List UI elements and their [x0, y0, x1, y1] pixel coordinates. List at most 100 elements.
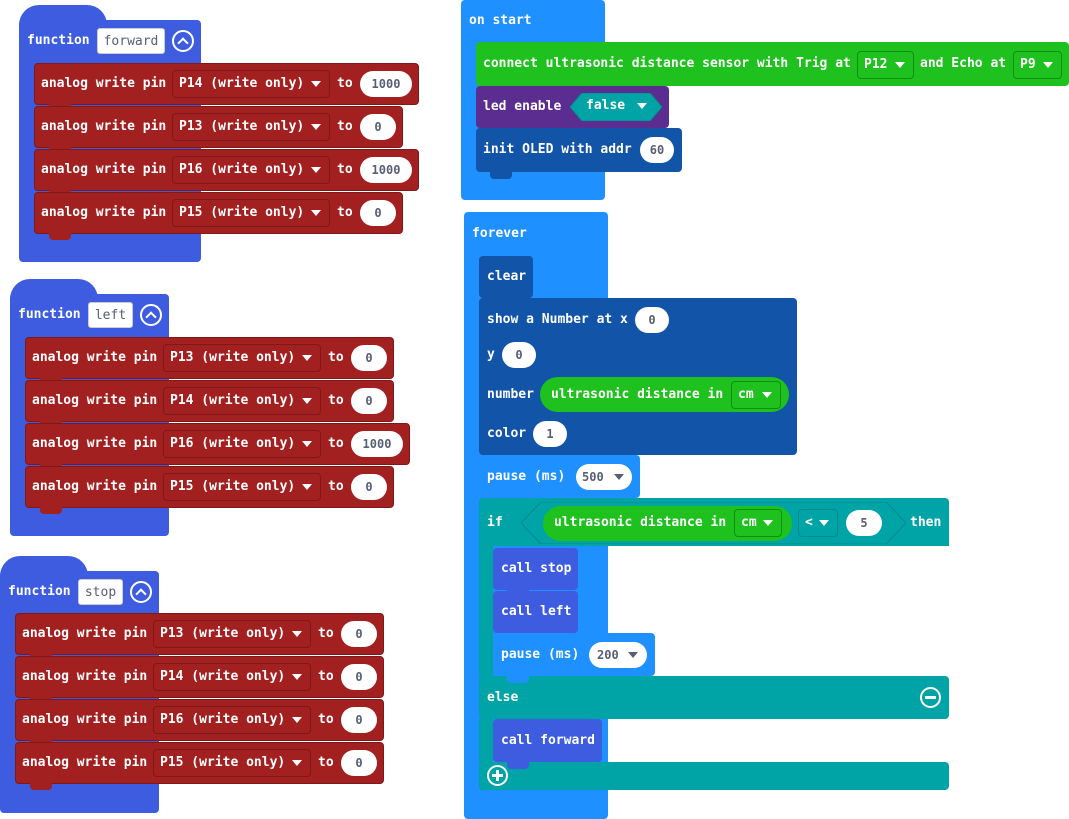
call-stop-text: call stop	[501, 561, 572, 576]
to-label: to	[318, 755, 334, 770]
value-input[interactable]: 1000	[360, 157, 412, 183]
boolean-field-shape[interactable]	[570, 93, 662, 121]
y-input[interactable]: 0	[502, 342, 536, 368]
value-input[interactable]: 0	[341, 664, 377, 690]
if-else-left-arm	[479, 546, 493, 676]
x-input[interactable]: 0	[635, 307, 669, 333]
call-forward-block[interactable]	[493, 719, 602, 769]
pause-text: pause (ms)	[501, 647, 580, 662]
add-branch-icon[interactable]	[487, 765, 508, 786]
led-enable-text: led enable	[483, 99, 562, 114]
pin-dropdown[interactable]: P13 (write only)	[163, 344, 321, 372]
analog-write-label: analog write pin	[22, 669, 148, 684]
to-label: to	[328, 393, 344, 408]
y-label: y	[487, 347, 495, 362]
pin-dropdown[interactable]: P16 (write only)	[172, 156, 330, 184]
to-label: to	[318, 669, 334, 684]
pin-dropdown[interactable]: P14 (write only)	[153, 663, 311, 691]
pin-dropdown[interactable]: P15 (write only)	[153, 749, 311, 777]
remove-else-icon[interactable]	[920, 687, 941, 708]
show-number-text: show a Number at x	[487, 312, 628, 327]
clear-text: clear	[487, 269, 527, 284]
function-name-field[interactable]: stop	[78, 579, 123, 605]
to-label: to	[328, 350, 344, 365]
function-keyword: function	[8, 584, 71, 599]
to-label: to	[318, 712, 334, 727]
to-label: to	[318, 626, 334, 641]
pin-dropdown[interactable]: P14 (write only)	[172, 70, 330, 98]
value-input[interactable]: 0	[351, 474, 387, 500]
to-label: to	[328, 436, 344, 451]
ultrasonic-text: ultrasonic distance in	[554, 515, 727, 530]
ultrasonic-text: ultrasonic distance in	[551, 387, 724, 402]
then-label: then	[910, 515, 942, 530]
else-label: else	[487, 690, 519, 705]
chevron-down-icon	[614, 474, 624, 480]
trig-pin-dropdown[interactable]: P12	[857, 51, 914, 79]
connect-sensor-text: connect ultrasonic distance sensor with …	[483, 56, 851, 71]
call-left-text: call left	[501, 604, 572, 619]
function-keyword: function	[27, 33, 90, 48]
value-input[interactable]: 0	[351, 388, 387, 414]
pin-dropdown[interactable]: P15 (write only)	[163, 473, 321, 501]
color-input[interactable]: 1	[533, 421, 567, 447]
collapse-icon[interactable]	[172, 30, 194, 52]
value-input[interactable]: 0	[341, 621, 377, 647]
function-name-field[interactable]: left	[88, 302, 133, 328]
forever-label: forever	[472, 226, 527, 241]
echo-text: and Echo at	[920, 56, 1007, 71]
if-else-left-arm-2	[479, 719, 493, 763]
analog-write-label: analog write pin	[41, 76, 167, 91]
analog-write-label: analog write pin	[32, 436, 158, 451]
function-keyword: function	[18, 307, 81, 322]
analog-write-label: analog write pin	[32, 393, 158, 408]
init-oled-text: init OLED with addr	[483, 142, 632, 157]
analog-write-label: analog write pin	[32, 350, 158, 365]
compare-value-input[interactable]: 5	[846, 510, 882, 536]
to-label: to	[337, 205, 353, 220]
analog-write-label: analog write pin	[32, 479, 158, 494]
to-label: to	[337, 162, 353, 177]
value-input[interactable]: 1000	[351, 431, 403, 457]
value-input[interactable]: 0	[341, 750, 377, 776]
pin-dropdown[interactable]: P13 (write only)	[153, 620, 311, 648]
operator-dropdown[interactable]: <	[798, 509, 838, 537]
led-enable-dropdown[interactable]: false	[580, 93, 655, 121]
pin-dropdown[interactable]: P14 (write only)	[163, 387, 321, 415]
number-label: number	[487, 387, 534, 402]
to-label: to	[337, 76, 353, 91]
value-input[interactable]: 0	[360, 200, 396, 226]
pin-dropdown[interactable]: P16 (write only)	[163, 430, 321, 458]
if-label: if	[487, 515, 503, 530]
analog-write-label: analog write pin	[41, 205, 167, 220]
collapse-icon[interactable]	[140, 304, 162, 326]
unit-dropdown[interactable]: cm	[734, 509, 782, 537]
to-label: to	[337, 119, 353, 134]
function-name-field[interactable]: forward	[97, 28, 165, 54]
analog-write-label: analog write pin	[22, 626, 148, 641]
color-label: color	[487, 426, 527, 441]
chevron-down-icon	[628, 652, 638, 658]
analog-write-label: analog write pin	[22, 755, 148, 770]
pin-dropdown[interactable]: P15 (write only)	[172, 199, 330, 227]
to-label: to	[328, 479, 344, 494]
unit-dropdown[interactable]: cm	[731, 381, 781, 409]
value-input[interactable]: 1000	[360, 71, 412, 97]
echo-pin-dropdown[interactable]: P9	[1013, 51, 1062, 79]
pause-input[interactable]: 200	[589, 642, 647, 668]
value-input[interactable]: 0	[341, 707, 377, 733]
pause-text: pause (ms)	[487, 469, 566, 484]
value-input[interactable]: 0	[351, 345, 387, 371]
analog-write-label: analog write pin	[41, 119, 167, 134]
if-else-bottom	[479, 762, 949, 790]
analog-write-label: analog write pin	[41, 162, 167, 177]
analog-write-label: analog write pin	[22, 712, 148, 727]
call-forward-text: call forward	[501, 733, 595, 748]
collapse-icon[interactable]	[130, 581, 152, 603]
value-input[interactable]: 0	[360, 114, 396, 140]
connect-sensor-block[interactable]	[476, 42, 1069, 93]
else-bar[interactable]	[479, 676, 949, 719]
oled-addr-input[interactable]: 60	[640, 137, 674, 163]
pin-dropdown[interactable]: P16 (write only)	[153, 706, 311, 734]
pin-dropdown[interactable]: P13 (write only)	[172, 113, 330, 141]
